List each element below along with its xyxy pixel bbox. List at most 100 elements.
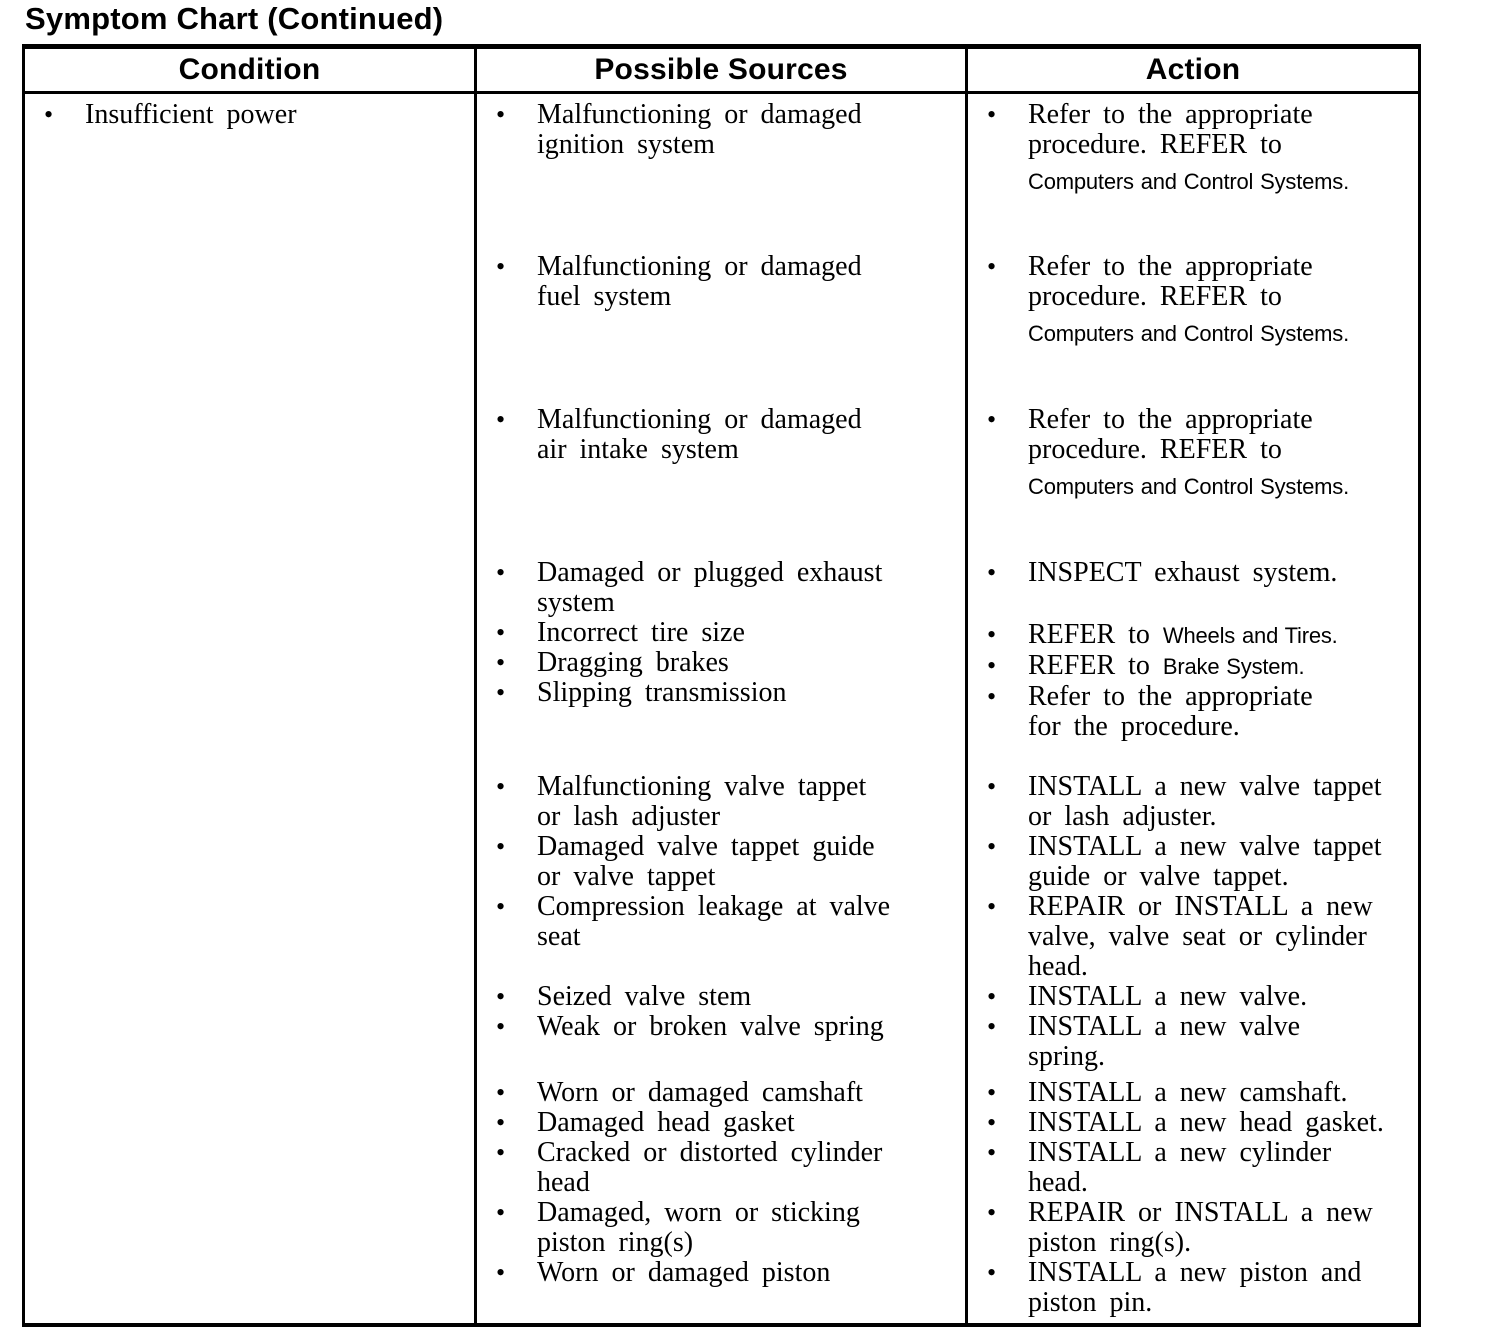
text-line: for the procedure. [1028,711,1240,742]
bullet-icon: • [987,832,997,861]
text-line: Compression leakage at valve [537,891,891,922]
reference-link-text: Wheels and Tires. [1162,623,1338,648]
item-text: Worn or damaged piston [537,1258,961,1288]
text-line: INSTALL a new valve. [1028,981,1308,1012]
text-line: INSTALL a new valve tappet [1028,831,1382,862]
reference-link-text: Computers and Control Systems. [1028,321,1350,346]
bullet-icon: • [496,832,506,861]
list-item: • Slipping transmission [493,678,961,708]
text-line: Refer to the appropriate [1028,404,1313,435]
bullet-icon: • [496,772,506,801]
bullet-icon: • [496,1108,506,1137]
list-item: • INSPECT exhaust system. [984,558,1414,588]
list-item: •REFER to Brake System. [984,651,1414,682]
bullet-icon: • [44,100,54,129]
text-line: REFER to Wheels and Tires. [1028,620,1414,651]
bullet-icon: • [496,1198,506,1227]
text-line: Computers and Control Systems. [1028,473,1414,500]
list-item: •Dragging brakes [493,648,961,678]
text-line: procedure. REFER to [1028,434,1282,465]
text-line: or valve tappet [537,861,716,892]
list-item: •INSTALL a new head gasket. [984,1108,1414,1138]
condition-text-wrap: Insufficient power [85,100,470,130]
text-line: INSTALL a new valve tappet [1028,771,1382,802]
reference-link-text: Brake System. [1162,654,1305,679]
bullet-icon: • [987,1078,997,1107]
bullet-icon: • [496,1078,506,1107]
reference-link-text: Computers and Control Systems. [1028,474,1350,499]
item-text: Weak or broken valve spring [537,1012,961,1042]
text-line: REPAIR or INSTALL a new [1028,1197,1373,1228]
item-text: REFER to Wheels and Tires. [1028,620,1414,651]
text-line: air intake system [537,434,739,465]
text-line: head. [1028,951,1088,982]
bullet-icon: • [496,678,506,707]
column-header-possible-sources: Possible Sources [477,49,968,91]
symptom-chart-table: Condition Possible Sources Action • Insu… [22,44,1421,1327]
text-line: INSTALL a new valve [1028,1011,1301,1042]
text-line: fuel system [537,281,672,312]
text-line: Dragging brakes [537,647,729,678]
text-line: head [537,1167,590,1198]
bullet-icon: • [987,892,997,921]
bullet-icon: • [987,772,997,801]
text-line: spring. [1028,1041,1105,1072]
text-line: valve, valve seat or cylinder [1028,921,1367,952]
text-line: Damaged valve tappet guide [537,831,875,862]
bullet-icon: • [496,892,506,921]
item-text: Slipping transmission [537,678,961,708]
bullet-icon: • [987,1198,997,1227]
bullet-icon: • [987,1258,997,1287]
bullet-icon: • [496,982,506,1011]
text-line: INSTALL a new cylinder [1028,1137,1332,1168]
bullet-icon: • [496,405,506,434]
list-item: •Incorrect tire size [493,618,961,648]
item-text: Seized valve stem [537,982,961,1012]
condition-cell: • Insufficient power [25,94,477,1323]
text-line: procedure. REFER to [1028,281,1282,312]
text-segment: REFER to [1028,650,1163,681]
bullet-icon: • [987,1138,997,1167]
text-line: Computers and Control Systems. [1028,320,1414,347]
item-text: REFER to Brake System. [1028,651,1414,682]
text-segment: REFER to [1028,619,1163,650]
text-line: INSTALL a new head gasket. [1028,1107,1384,1138]
text-line: Worn or damaged camshaft [537,1077,863,1108]
text-line: procedure. REFER to [1028,129,1282,160]
column-header-action: Action [1145,53,1241,86]
item-text: Damaged head gasket [537,1108,961,1138]
text-line: piston pin. [1028,1287,1153,1318]
bullet-icon: • [987,1012,997,1041]
text-line: piston ring(s). [1028,1227,1192,1258]
bullet-icon: • [987,558,997,587]
bullet-icon: • [987,620,997,649]
item-text: INSPECT exhaust system. [1028,558,1414,588]
text-line: Refer to the appropriate [1028,681,1313,712]
bullet-icon: • [987,100,997,129]
